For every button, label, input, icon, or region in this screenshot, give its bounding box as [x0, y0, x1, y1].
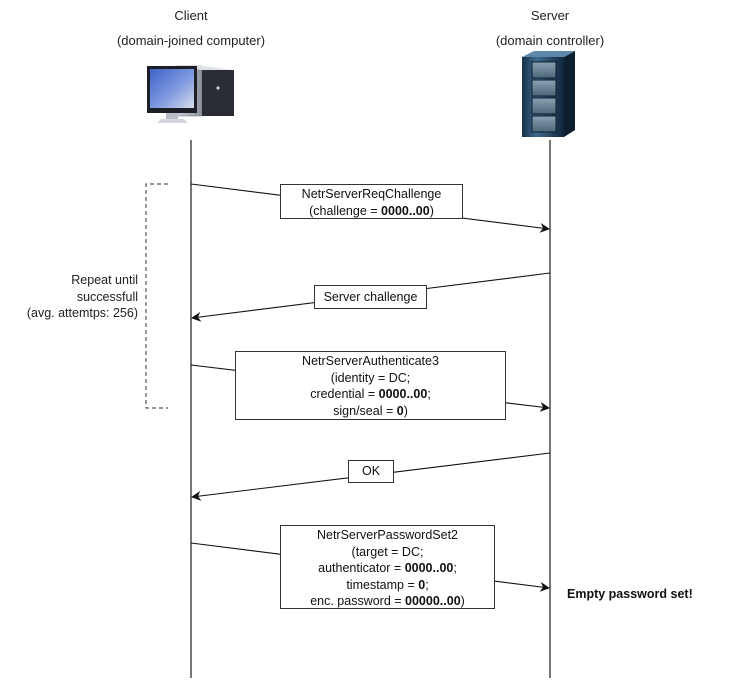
- loop-note-line: Repeat until: [71, 273, 138, 287]
- client-subtitle: (domain-joined computer): [116, 33, 266, 48]
- message-text: enc. password =: [310, 594, 406, 608]
- loop-note: Repeat until successfull (avg. attemtps:…: [0, 272, 138, 322]
- message-label-line: (target = DC;: [285, 544, 490, 561]
- message-label-line: (identity = DC;: [240, 370, 501, 387]
- message-text: NetrServerReqChallenge: [301, 187, 442, 201]
- message-value-bold: 0: [396, 403, 404, 418]
- server-title: Server: [530, 8, 570, 23]
- loop-note-line: successfull: [76, 289, 138, 304]
- message-text: (challenge =: [309, 203, 382, 218]
- message-value-bold: 0: [418, 577, 426, 592]
- message-label-line: timestamp = 0;: [285, 577, 490, 594]
- server-subtitle: (domain controller): [495, 33, 605, 48]
- client-title: Client: [174, 8, 208, 23]
- message-label-req-challenge: NetrServerReqChallenge (challenge = 0000.…: [280, 184, 463, 219]
- message-label-line: NetrServerReqChallenge: [285, 186, 458, 203]
- result-label: Empty password set!: [567, 587, 693, 601]
- message-text: credential =: [310, 387, 379, 401]
- message-text: ): [403, 403, 408, 418]
- message-text: NetrServerPasswordSet2: [316, 528, 459, 542]
- message-value-bold: 0000..00: [404, 561, 454, 575]
- message-text: ;: [425, 577, 429, 592]
- message-label-line: enc. password = 00000..00): [285, 593, 490, 610]
- message-text: timestamp =: [346, 577, 419, 592]
- message-text: ): [429, 203, 434, 218]
- message-label-server-challenge: Server challenge: [314, 285, 427, 309]
- message-label-line: OK: [353, 462, 389, 481]
- message-text: ;: [453, 561, 457, 575]
- message-label-line: authenticator = 0000..00;: [285, 560, 490, 577]
- message-label-line: Server challenge: [319, 287, 422, 307]
- message-text: (identity = DC;: [330, 370, 411, 385]
- message-value-bold: 0000..00: [381, 203, 430, 218]
- server-rack-icon: [522, 51, 575, 137]
- loop-bracket: [145, 183, 168, 409]
- message-value-bold: 0000..00: [378, 387, 428, 401]
- desktop-computer-icon: [147, 65, 234, 123]
- server-actor-label: Server (domain controller): [470, 6, 630, 51]
- message-label-line: NetrServerAuthenticate3: [240, 353, 501, 370]
- message-text: sign/seal =: [333, 403, 397, 418]
- message-value-bold: 00000..00: [405, 594, 461, 608]
- message-text: ;: [427, 387, 431, 401]
- loop-note-line: (avg. attemtps: 256): [26, 306, 138, 320]
- message-text: (target = DC;: [351, 544, 424, 559]
- message-label-authenticate3: NetrServerAuthenticate3(identity = DC;cr…: [235, 351, 506, 420]
- message-label-line: sign/seal = 0): [240, 403, 501, 420]
- message-label-line: NetrServerPasswordSet2: [285, 527, 490, 544]
- message-text: OK: [361, 464, 381, 478]
- message-text: Server challenge: [323, 290, 418, 304]
- message-text: NetrServerAuthenticate3: [302, 354, 439, 368]
- message-label-line: (challenge = 0000..00): [285, 203, 458, 220]
- message-label-ok: OK: [348, 460, 394, 483]
- message-text: authenticator =: [318, 561, 405, 575]
- client-actor-label: Client (domain-joined computer): [111, 6, 271, 51]
- message-text: ): [460, 594, 465, 608]
- message-label-password-set2: NetrServerPasswordSet2(target = DC;authe…: [280, 525, 495, 609]
- message-label-line: credential = 0000..00;: [240, 386, 501, 403]
